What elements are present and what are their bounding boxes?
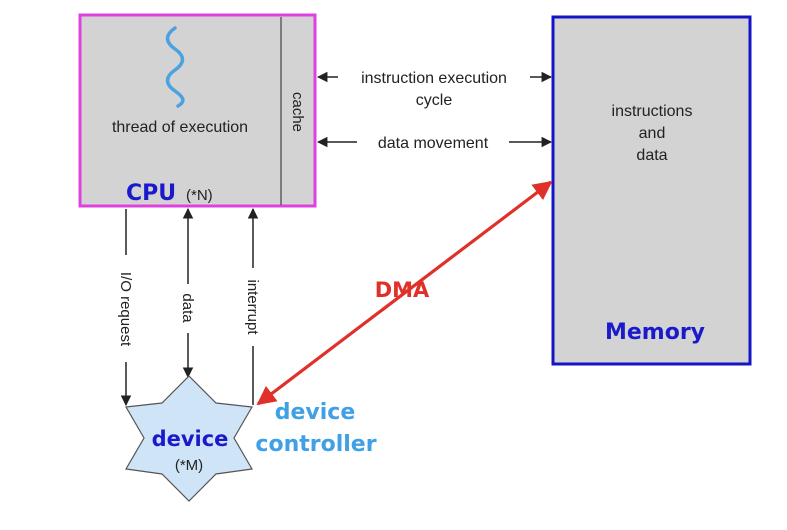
device-shape: device (*M) (125, 375, 253, 502)
instruction-cycle-label-line1: instruction execution (361, 70, 507, 87)
memory-content-line2: and (639, 125, 666, 142)
memory-label: Memory (605, 320, 705, 345)
wavy-thread-icon (165, 26, 185, 108)
device-controller-label: device controller (255, 400, 376, 457)
device-label: device (152, 427, 229, 451)
data-label: data (179, 293, 196, 323)
io-request-link: I/O request (117, 209, 134, 407)
dma-link: DMA (256, 180, 553, 406)
device-controller-line1: device (275, 400, 356, 425)
cpu-box: cache thread of execution CPU (*N) (78, 13, 317, 208)
interrupt-link: interrupt (244, 207, 261, 405)
memory-content-line3: data (636, 147, 667, 164)
cpu-multiplicity: (*N) (186, 187, 213, 204)
thread-of-execution-label: thread of execution (112, 119, 248, 136)
data-movement-link: data movement (316, 135, 553, 152)
device-multiplicity: (*M) (175, 457, 203, 474)
data-link: data (179, 207, 196, 379)
interrupt-label: interrupt (244, 279, 261, 335)
memory-content-line1: instructions (612, 103, 693, 120)
device-controller-line2: controller (255, 432, 376, 457)
io-request-label: I/O request (117, 272, 134, 347)
instruction-cycle-label-line2: cycle (416, 92, 453, 109)
cpu-label: CPU (126, 181, 176, 206)
data-movement-label: data movement (378, 135, 489, 152)
memory-box: instructions and data Memory (551, 15, 752, 366)
device-star (125, 375, 253, 502)
dma-label: DMA (375, 278, 430, 302)
instruction-cycle-link: instruction execution cycle (316, 70, 553, 109)
cache-label: cache (289, 92, 306, 132)
